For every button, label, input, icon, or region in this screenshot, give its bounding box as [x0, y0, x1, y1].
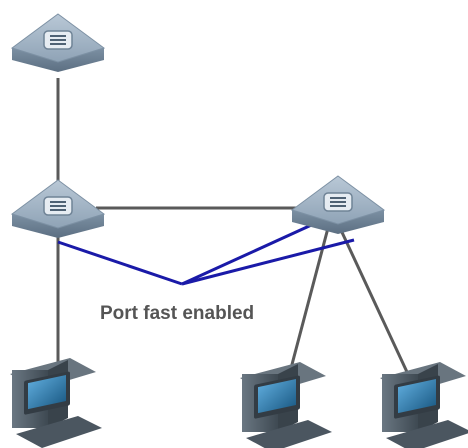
portfast-line-right — [181, 238, 355, 286]
portfast-callout-lines — [57, 220, 355, 286]
plain-links — [56, 78, 409, 373]
port-fast-label: Port fast enabled — [100, 303, 254, 324]
switch-icon — [290, 175, 386, 234]
switch-icon — [10, 13, 106, 72]
link-right-switch-to-right-pc — [338, 227, 409, 373]
portfast-line-left — [57, 240, 183, 286]
computer-icon — [380, 362, 468, 448]
switch-icon — [10, 179, 106, 238]
link-right-switch-to-middle-pc — [288, 227, 330, 373]
computer-icon — [240, 362, 332, 448]
computer-icon — [10, 358, 102, 448]
portfast-line-middle — [181, 220, 319, 286]
